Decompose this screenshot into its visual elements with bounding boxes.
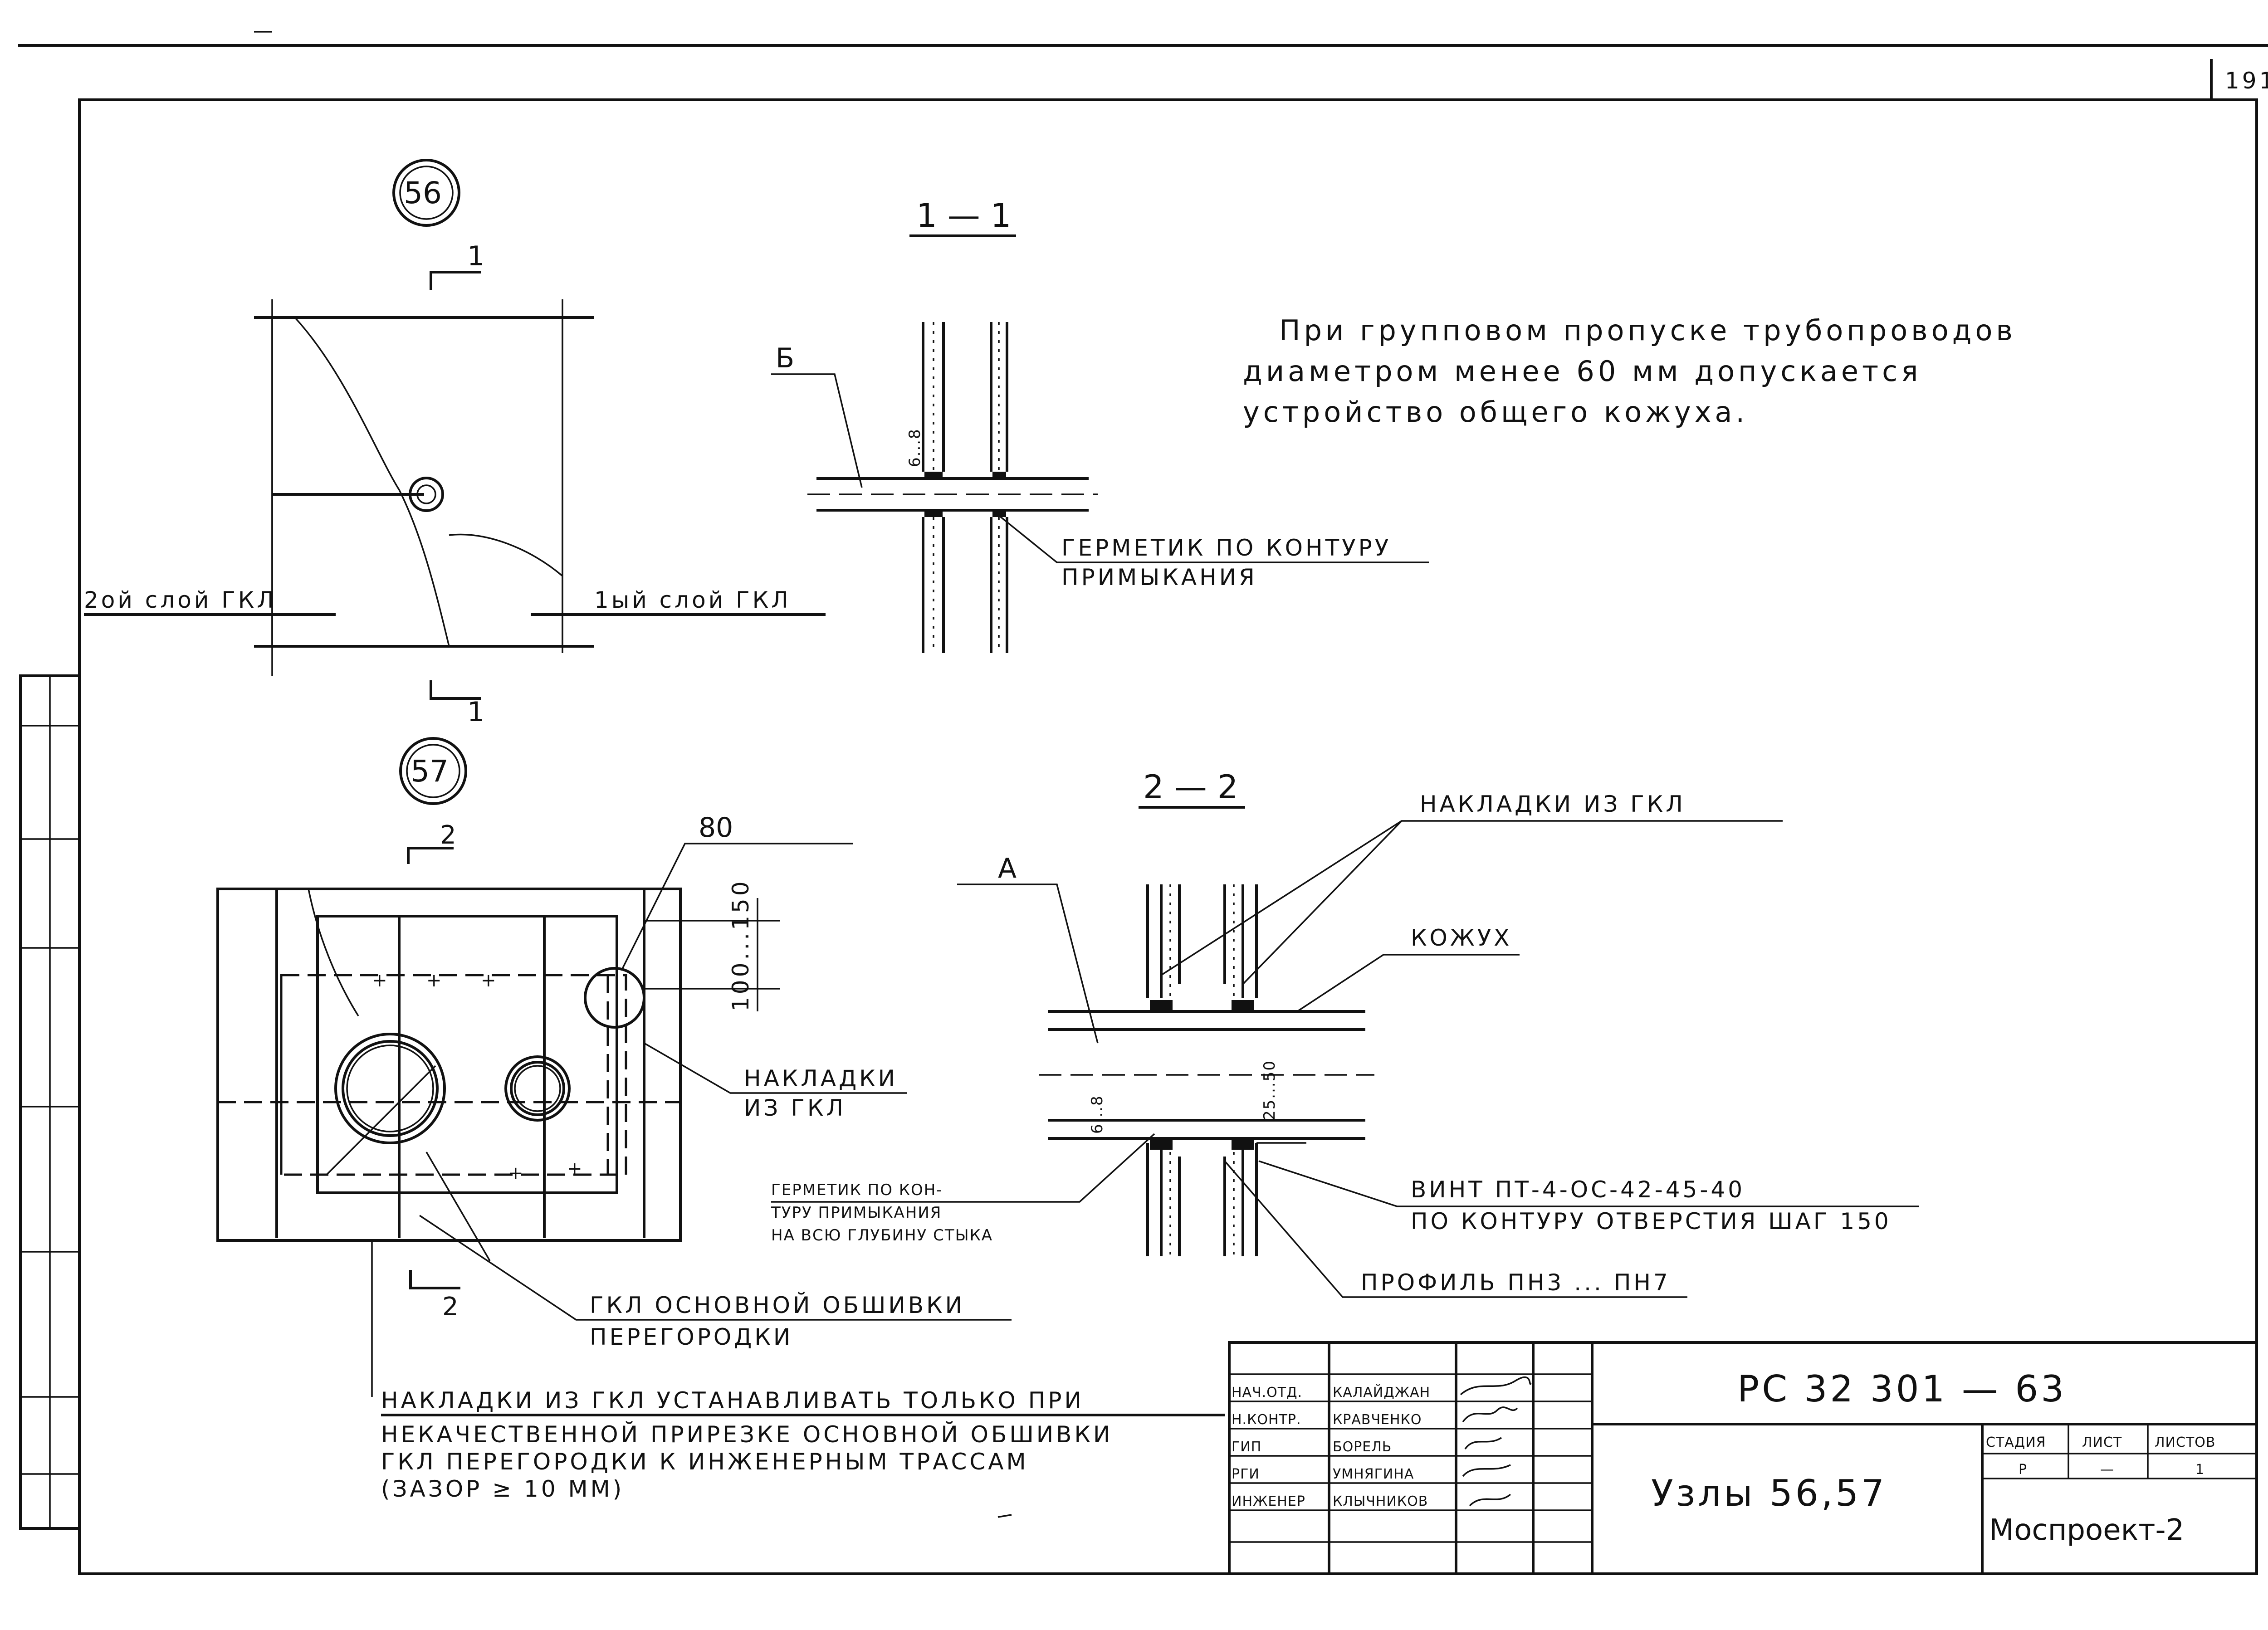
section-2-2-mark-a: А <box>998 853 1017 884</box>
section-1-1-mark-b: Б <box>776 342 794 374</box>
note-group-line2: диаметром менее 60 мм допускается <box>1243 355 1921 388</box>
node-57-label-overlay-line2: ИЗ ГКЛ <box>744 1095 846 1121</box>
screw-mark: + <box>481 970 496 991</box>
title-block-person: КРАВЧЕНКО <box>1333 1412 1422 1428</box>
note-overlay-line3: ГКЛ ПЕРЕГОРОДКИ К ИНЖЕНЕРНЫМ ТРАССАМ <box>381 1449 1029 1475</box>
title-block-col-sheets: ЛИСТОВ <box>2155 1435 2215 1450</box>
sheet-frame <box>18 31 2268 1575</box>
note-overlay: НАКЛАДКИ ИЗ ГКЛ УСТАНАВЛИВАТЬ ТОЛЬКО ПРИ… <box>381 1387 1225 1518</box>
node-57-plan: 57 + + + + + 2 2 <box>216 737 1012 1397</box>
section-1-1-sealant-line1: ГЕРМЕТИК ПО КОНТУРУ <box>1061 535 1391 561</box>
section-2-2-label-overlays: НАКЛАДКИ ИЗ ГКЛ <box>1420 791 1686 817</box>
node-56-plan: 56 1 1 2ой слой ГКЛ 1ый слой ГКЛ <box>84 159 826 728</box>
note-overlay-line1: НАКЛАДКИ ИЗ ГКЛ УСТАНАВЛИВАТЬ ТОЛЬКО ПРИ <box>381 1387 1084 1414</box>
section-1-1-gap-dim: 6...8 <box>906 428 924 467</box>
node-57-dim-100-150: 100...150 <box>728 878 754 1011</box>
section-2-2-label-casing: КОЖУХ <box>1411 925 1512 951</box>
section-2-2-dim-25-50: 25...50 <box>1261 1060 1279 1120</box>
sheet-number: 191 <box>2225 68 2268 94</box>
title-block-org: Моспроект-2 <box>1989 1513 2184 1547</box>
node-56-badge: 56 <box>404 176 442 210</box>
screw-mark: + <box>426 970 442 991</box>
note-overlay-line4: (ЗАЗОР ≥ 10 ММ) <box>381 1476 624 1502</box>
section-2-2-title: 2 — 2 <box>1143 768 1238 806</box>
title-block-code: РС 32 301 — 63 <box>1737 1368 2067 1410</box>
section-1-1-title: 1 — 1 <box>916 196 1011 234</box>
section-2-2-dim-gap: 6...8 <box>1088 1095 1106 1134</box>
signatures <box>1460 1376 1532 1507</box>
note-group-passage: При групповом пропуске трубопроводов диа… <box>1243 314 2016 429</box>
section-2-2-sealant-line3: НА ВСЮ ГЛУБИНУ СТЫКА <box>771 1226 993 1244</box>
screw-mark: + <box>372 970 387 991</box>
section-2-2: 2 — 2 А НАКЛАДКИ <box>771 768 1919 1298</box>
title-block-role: НАЧ.ОТД. <box>1232 1385 1302 1401</box>
node-57-label-main-line2: ПЕРЕГОРОДКИ <box>590 1324 793 1350</box>
section-2-2-sealant-line2: ТУРУ ПРИМЫКАНИЯ <box>771 1204 942 1222</box>
section-1-1-sealant-line2: ПРИМЫКАНИЯ <box>1061 564 1257 591</box>
title-block-person: КЛЫЧНИКОВ <box>1333 1493 1428 1509</box>
title-block-role: Н.КОНТР. <box>1232 1412 1301 1428</box>
section-1-1: 1 — 1 Б 6...8 ГЕРМЕТИК ПО КОНТУРУ ПРИМЫ <box>771 196 1429 653</box>
node-56-section-mark-top: 1 <box>467 240 484 272</box>
note-group-line1: При групповом пропуске трубопроводов <box>1279 314 2016 347</box>
node-57-label-main-line1: ГКЛ ОСНОВНОЙ ОБШИВКИ <box>590 1292 965 1318</box>
node-57-badge: 57 <box>411 754 449 789</box>
note-overlay-line2: НЕКАЧЕСТВЕННОЙ ПРИРЕЗКЕ ОСНОВНОЙ ОБШИВКИ <box>381 1421 1113 1448</box>
title-block-role: РГИ <box>1232 1466 1260 1482</box>
screw-mark: + <box>567 1158 582 1179</box>
note-group-line3: устройство общего кожуха. <box>1243 395 1748 429</box>
title-block-person: КАЛАЙДЖАН <box>1333 1384 1430 1401</box>
node-57-dim-80: 80 <box>699 812 733 844</box>
section-2-2-sealant-line1: ГЕРМЕТИК ПО КОН- <box>771 1181 943 1199</box>
title-block-role: ИНЖЕНЕР <box>1232 1493 1305 1509</box>
title-block-val-stage: Р <box>2019 1462 2027 1478</box>
title-block-name: Узлы 56,57 <box>1651 1472 1887 1514</box>
title-block-val-sheets: 1 <box>2195 1462 2204 1478</box>
section-2-2-profile: ПРОФИЛЬ ПН3 ... ПН7 <box>1361 1269 1671 1296</box>
node-57-label-overlay-line1: НАКЛАДКИ <box>744 1065 898 1092</box>
title-block-col-stage: СТАДИЯ <box>1986 1435 2046 1450</box>
node-57-section-mark-top: 2 <box>440 820 456 850</box>
screw-mark: + <box>508 1163 523 1184</box>
title-block-col-sheet: ЛИСТ <box>2082 1435 2122 1450</box>
node-56-section-mark-bottom: 1 <box>467 696 484 728</box>
node-57-section-mark-bottom: 2 <box>442 1292 459 1322</box>
title-block-person: БОРЕЛЬ <box>1333 1439 1392 1455</box>
node-56-label-left: 2ой слой ГКЛ <box>84 587 277 613</box>
node-56-label-right: 1ый слой ГКЛ <box>594 587 791 613</box>
title-block-role: ГИП <box>1232 1439 1261 1455</box>
title-block-person: УМНЯГИНА <box>1333 1466 1414 1482</box>
title-block: РС 32 301 — 63 Узлы 56,57 Моспроект-2 СТ… <box>1228 1341 2258 1575</box>
section-2-2-screw-line2: ПО КОНТУРУ ОТВЕРСТИЯ ШАГ 150 <box>1411 1208 1892 1235</box>
section-2-2-screw-line1: ВИНТ ПТ-4-ОС-42-45-40 <box>1411 1176 1745 1203</box>
title-block-val-sheet: — <box>2100 1462 2114 1478</box>
